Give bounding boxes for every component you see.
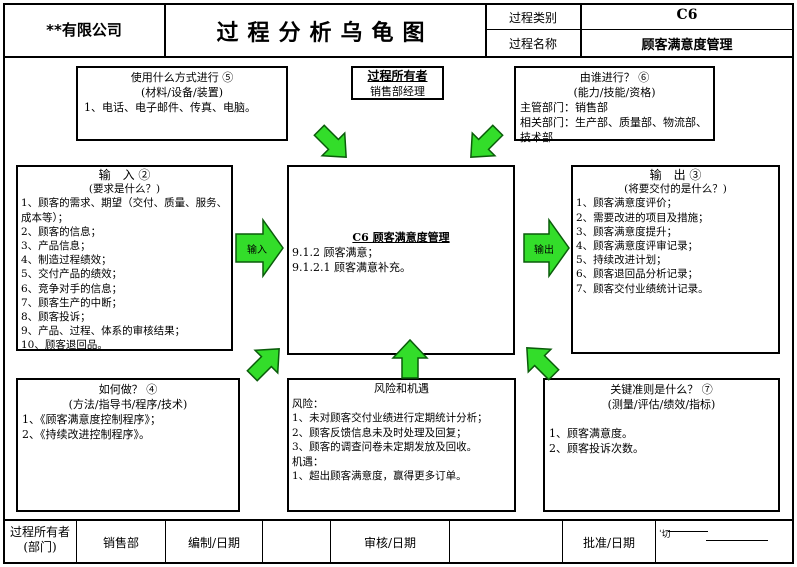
name-value: 顾客满意度管理 [641, 38, 733, 53]
output-item: 2、需要改进的项目及措施； [576, 211, 709, 224]
footer-owner-label: 过程所有者 (部门) [4, 525, 76, 555]
input-box: 输 入 ② (要求是什么？) 1、顾客的需求、期望（交付、质量、服务、成本等）；… [16, 165, 233, 351]
input-item: 10、顾客退回品。 [21, 339, 108, 352]
method-arrow [313, 124, 347, 158]
input-item: 4、制造过程绩效； [21, 254, 112, 267]
footer-review-label: 审核/日期 [363, 536, 417, 550]
footer-approve-label: 批准/日期 [582, 536, 636, 550]
input-item: 5、交付产品的绩效； [21, 268, 123, 281]
footer-col [449, 520, 450, 564]
owner-value: 销售部经理 [370, 85, 425, 98]
center-title: C6 顾客满意度管理 [352, 231, 450, 244]
input-item: 1、顾客的需求、期望（交付、质量、服务、成本等）； [21, 197, 228, 224]
risk-line: 1、未对顾客交付业绩进行定期统计分析； [292, 412, 488, 424]
footer-owner-label-sub: (部门) [23, 540, 57, 554]
input-item: 3、产品信息； [21, 240, 91, 253]
form-frame [3, 3, 794, 564]
input-arrow [235, 217, 284, 279]
footer-col [76, 520, 77, 564]
center-box: C6 顾客满意度管理 9.1.2 顾客满意； 9.1.2.1 顾客满意补充。 [287, 165, 515, 355]
how-subtitle: (方法/指导书/程序/技术) [68, 398, 188, 411]
footer-owner-label-main: 过程所有者 [9, 525, 70, 539]
risk-arrow [391, 338, 429, 379]
how-title: 如何做？ ④ [98, 383, 158, 396]
category-value: C6 [676, 7, 698, 23]
kpi-title: 关键准则是什么？ ⑦ [610, 383, 713, 396]
risk-box: 风险和机遇 风险： 1、未对顾客交付业绩进行定期统计分析； 2、顾客反馈信息未及… [287, 378, 516, 512]
owner-title: 过程所有者 [367, 69, 428, 83]
footer-owner-value: 销售部 [102, 536, 139, 550]
footer-col [562, 520, 563, 564]
output-item: 4、顾客满意度评审记录； [576, 240, 699, 253]
footer-edit-label: 编制/日期 [187, 536, 241, 550]
who-line: 主管部门：销售部 [520, 101, 608, 114]
output-box: 输 出 ③ (将要交付的是什么？) 1、顾客满意度评价； 2、需要改进的项目及措… [571, 165, 780, 354]
who-arrow [470, 124, 504, 158]
who-line: 相关部门：生产部、质量部、物流部、技术部 [520, 116, 707, 144]
input-arrow-label: 输入 [247, 245, 267, 256]
kpi-subtitle: (测量/评估/绩效/指标) [607, 398, 716, 411]
kpi-box: 关键准则是什么？ ⑦ (测量/评估/绩效/指标) 1、顾客满意度。 2、顾客投诉… [543, 378, 780, 512]
footer-divider [3, 519, 794, 521]
footer-corner-mark: ˈ切 [659, 530, 671, 540]
header-row-divider [485, 29, 794, 30]
who-box: 由谁进行？ ⑥ (能力/技能/资格) 主管部门：销售部 相关部门：生产部、质量部… [514, 66, 715, 144]
output-arrow-label: 输出 [534, 245, 554, 256]
input-title: 输 入 ② [98, 168, 151, 182]
footer-col [165, 520, 166, 564]
footer-col [655, 520, 656, 564]
header-divider [3, 56, 794, 58]
how-item: 1、《顾客满意度控制程序》； [22, 413, 161, 426]
footer-sign-line [706, 540, 768, 541]
input-item: 9、产品、过程、体系的审核结果； [21, 325, 186, 338]
footer-col [330, 520, 331, 564]
how-item: 2、《持续改进控制程序》。 [22, 428, 150, 441]
risk-line: 3、顾客的调查问卷未定期发放及回收。 [292, 441, 478, 453]
center-line: 9.1.2.1 顾客满意补充。 [292, 261, 411, 274]
risk-line: 机遇： [292, 455, 324, 468]
output-title: 输 出 ③ [649, 168, 702, 182]
method-box: 使用什么方式进行 ⑤ (材料/设备/装置) 1、电话、电子邮件、传真、电脑。 [76, 66, 288, 141]
input-item: 8、顾客投诉； [21, 311, 91, 324]
risk-line: 风险： [292, 397, 324, 410]
input-item: 7、顾客生产的中断； [21, 296, 123, 309]
input-item: 6、竞争对手的信息； [21, 282, 123, 295]
how-box: 如何做？ ④ (方法/指导书/程序/技术) 1、《顾客满意度控制程序》； 2、《… [16, 378, 240, 512]
kpi-item: 1、顾客满意度。 [549, 427, 633, 440]
owner-box: 过程所有者 销售部经理 [351, 66, 444, 100]
output-item: 5、持续改进计划； [576, 254, 667, 267]
method-title: 使用什么方式进行 ⑤ [130, 71, 234, 84]
who-title: 由谁进行？ ⑥ [579, 71, 650, 84]
who-subtitle: (能力/技能/资格) [573, 86, 656, 99]
risk-line: 1、超出顾客满意度，赢得更多订单。 [292, 470, 467, 482]
center-line: 9.1.2 顾客满意； [292, 246, 379, 259]
input-subtitle: (要求是什么？) [88, 183, 161, 196]
company-name: **有限公司 [46, 21, 122, 39]
kpi-item: 2、顾客投诉次数。 [549, 442, 644, 455]
category-label: 过程类别 [508, 11, 557, 25]
page-title: 过程分析乌龟图 [216, 20, 434, 46]
output-item: 3、顾客满意度提升； [576, 225, 678, 238]
kpi-arrow [526, 347, 560, 381]
risk-title: 风险和机遇 [374, 382, 429, 395]
footer-col [262, 520, 263, 564]
method-item: 1、电话、电子邮件、传真、电脑。 [84, 101, 256, 114]
output-item: 7、顾客交付业绩统计记录。 [576, 282, 709, 295]
input-item: 2、顾客的信息； [21, 225, 102, 238]
output-item: 6、顾客退回品分析记录； [576, 268, 699, 281]
how-arrow [246, 348, 280, 382]
footer-sign-line [668, 531, 708, 532]
output-arrow [523, 217, 570, 279]
method-subtitle: (材料/设备/装置) [141, 86, 223, 99]
header-col-1 [164, 3, 166, 56]
risk-line: 2、顾客反馈信息未及时处理及回复； [292, 426, 467, 439]
output-item: 1、顾客满意度评价； [576, 197, 678, 210]
output-subtitle: (将要交付的是什么？) [624, 183, 727, 196]
name-label: 过程名称 [508, 37, 557, 51]
